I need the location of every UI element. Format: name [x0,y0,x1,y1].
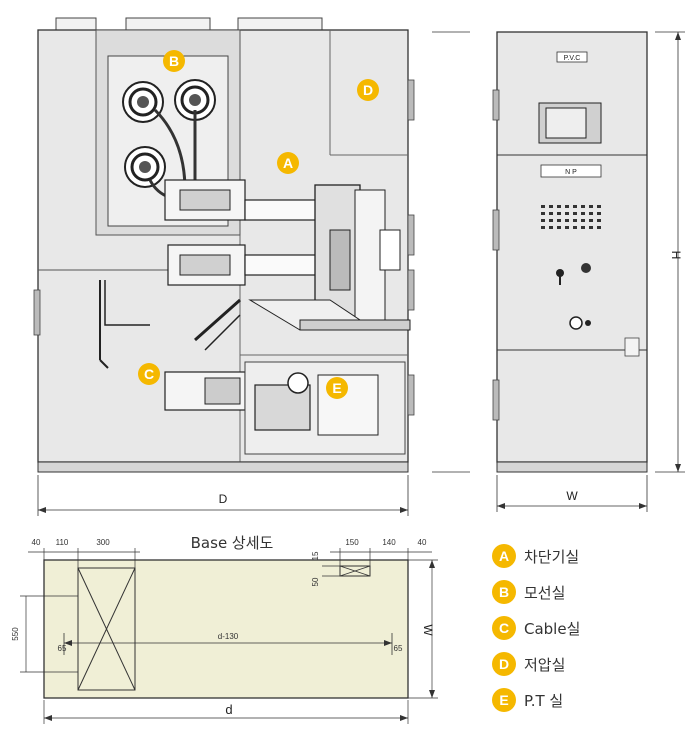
side-view [33,17,415,473]
legend-badge: E [492,688,516,712]
legend-label: 차단기실 [524,547,580,566]
svg-text:H: H [669,251,683,260]
svg-text:40: 40 [32,538,41,547]
svg-text:110: 110 [56,538,69,547]
base-detail-title: Base 상세도 [191,534,274,552]
legend-badge: C [492,616,516,640]
svg-text:B: B [169,53,179,69]
circuit-breaker [244,184,411,331]
svg-text:P.V.C: P.V.C [564,55,581,62]
front-view: P.V.C N P [492,31,648,473]
legend-label: P.T 실 [524,691,564,710]
legend-item: B 모선실 [492,574,692,610]
svg-text:550: 550 [11,627,20,641]
base-width-dim: W [408,559,438,699]
button-grid [541,205,601,229]
bus-bushing [174,79,216,121]
legend-label: 모선실 [524,583,566,602]
svg-text:40: 40 [418,538,427,547]
legend-item: C Cable실 [492,610,692,646]
svg-text:D: D [219,492,228,506]
callout-c: C [138,363,160,385]
svg-text:W: W [421,624,435,636]
svg-text:W: W [566,489,578,503]
dimension-d: D [37,475,409,516]
base-mid-left: 65 [58,644,67,653]
svg-text:50: 50 [311,577,320,586]
legend-label: 저압실 [524,655,566,674]
svg-text:N P: N P [565,169,577,176]
svg-text:150: 150 [345,538,359,547]
legend-item: A 차단기실 [492,538,692,574]
base-mid-right: 65 [394,644,403,653]
legend: A 차단기실 B 모선실 C Cable실 D 저압실 E P.T 실 [492,538,692,718]
base-top-dims: 40 110 300 150 140 40 15 50 [28,538,432,586]
base-mid-span: d-130 [218,632,239,641]
svg-text:300: 300 [96,538,110,547]
svg-text:C: C [144,366,154,382]
svg-text:E: E [332,380,341,396]
svg-text:d: d [225,702,232,717]
callout-d: D [357,79,379,101]
legend-badge: A [492,544,516,568]
legend-item: D 저압실 [492,646,692,682]
svg-text:140: 140 [382,538,396,547]
bus-bushing [124,146,166,188]
dimension-h: H [655,31,685,473]
legend-label: Cable실 [524,619,581,638]
svg-text:15: 15 [311,551,320,560]
legend-badge: B [492,580,516,604]
svg-text:D: D [363,82,373,98]
legend-item: E P.T 실 [492,682,692,718]
base-left-dim: 550 [11,595,78,673]
bus-bushing [122,81,164,123]
callout-b: B [163,50,185,72]
base-plate [43,559,409,699]
base-depth-dim: d [43,700,409,724]
callout-a: A [277,152,299,174]
callout-e: E [326,377,348,399]
svg-text:A: A [283,155,293,171]
dimension-w: W [496,475,648,512]
legend-badge: D [492,652,516,676]
